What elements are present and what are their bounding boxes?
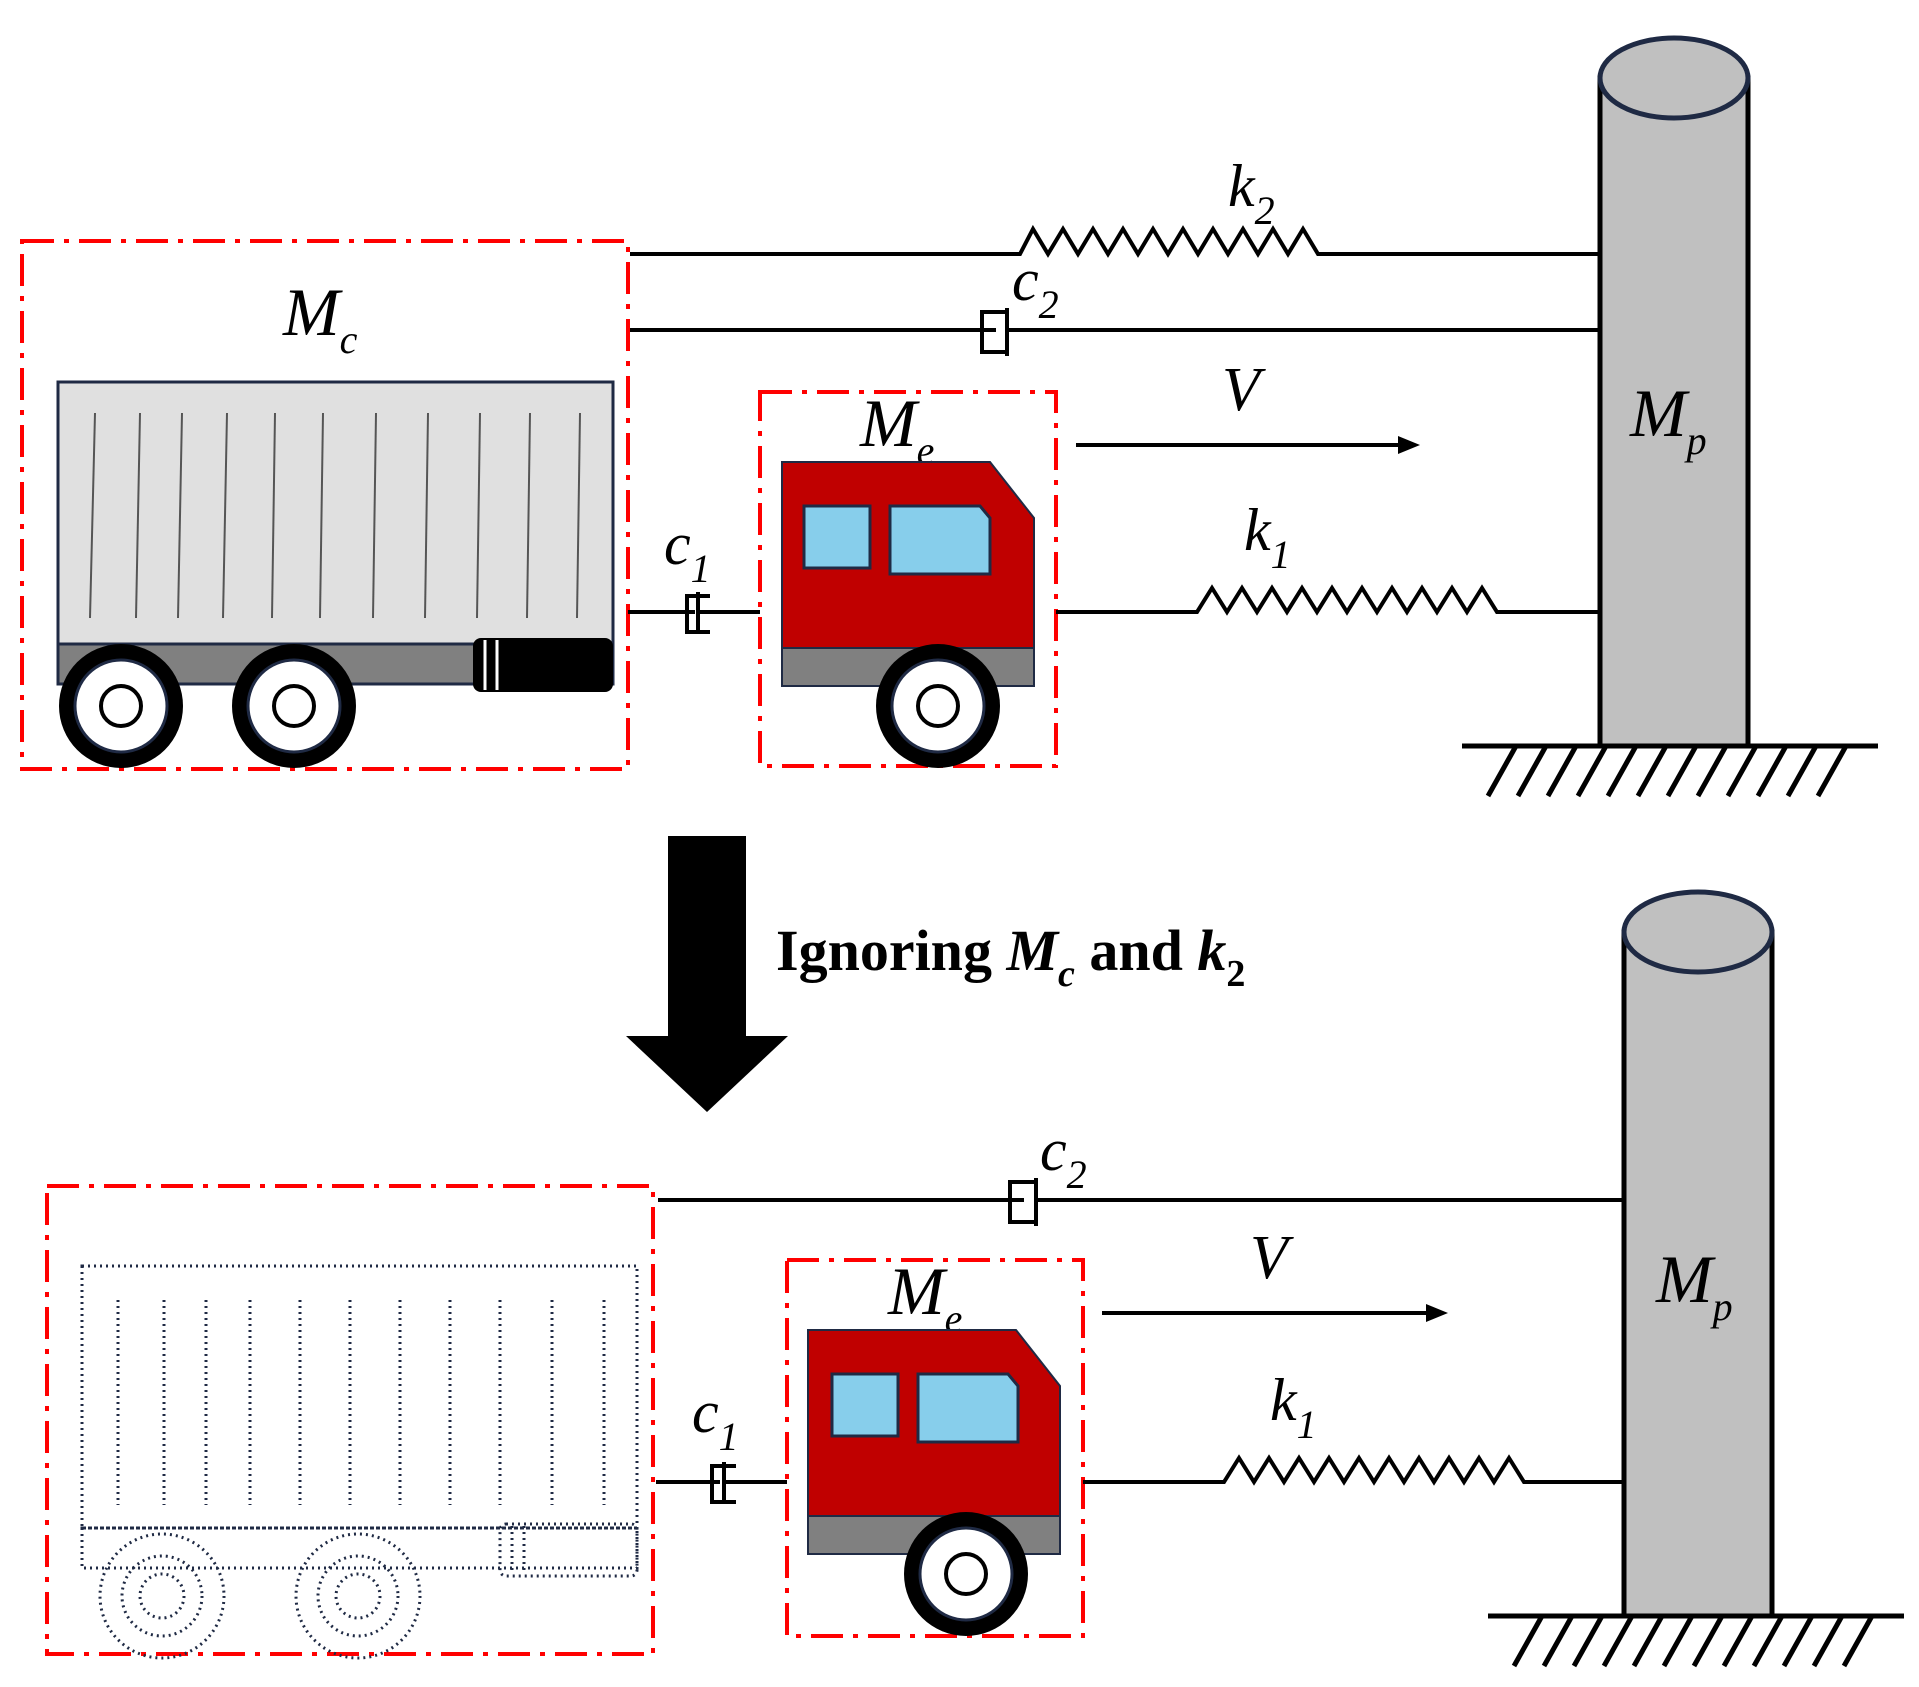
pier-mass-label: Mp — [1655, 1241, 1733, 1329]
spring-k1-label: k1 — [1270, 1367, 1317, 1447]
bottom-model: Me c2 V — [45, 889, 1904, 1668]
damper-c2-label: c2 — [1012, 247, 1059, 327]
spring-k1-label: k1 — [1244, 497, 1291, 577]
truck-cab — [781, 461, 1035, 768]
velocity-arrow — [1102, 1304, 1448, 1322]
velocity-arrow — [1076, 436, 1420, 454]
engine-boundary — [785, 1258, 1085, 1638]
trailer-wheel — [232, 644, 356, 768]
truck-cab — [807, 1329, 1061, 1636]
container-boundary — [20, 239, 630, 771]
damper-c1-label: c1 — [664, 511, 711, 591]
ignored-container-boundary — [45, 1184, 655, 1656]
spring-k2-label: k2 — [1228, 153, 1275, 233]
engine-mass-label: Me — [887, 1253, 962, 1341]
down-arrow-icon — [626, 836, 788, 1112]
ground-support — [1462, 743, 1878, 798]
container-mass-label: Mc — [282, 274, 358, 362]
damper-c1 — [628, 592, 760, 634]
spring-k1 — [1083, 1454, 1624, 1486]
trailer-wheel — [59, 644, 183, 768]
bridge-pier — [1621, 889, 1775, 1619]
damper-c2-label: c2 — [1040, 1117, 1087, 1197]
damper-c1 — [656, 1462, 787, 1504]
damper-c1-label: c1 — [692, 1379, 739, 1459]
container-trailer — [56, 380, 615, 768]
transition-caption: Ignoring Mc and k2 — [776, 918, 1245, 995]
spring-k2 — [630, 224, 1600, 258]
pier-mass-label: Mp — [1629, 375, 1707, 463]
transition: Ignoring Mc and k2 — [626, 836, 1245, 1112]
damper-c2 — [658, 1178, 1624, 1226]
damper-c2 — [630, 308, 1600, 356]
ignored-container-trailer — [80, 1264, 639, 1660]
velocity-label: V — [1222, 356, 1266, 424]
ground-support — [1488, 1613, 1904, 1668]
engine-boundary — [758, 390, 1058, 768]
engine-mass-label: Me — [859, 385, 934, 473]
spring-k1 — [1056, 584, 1600, 616]
velocity-label: V — [1250, 1224, 1294, 1292]
top-model: Mc — [20, 35, 1878, 798]
